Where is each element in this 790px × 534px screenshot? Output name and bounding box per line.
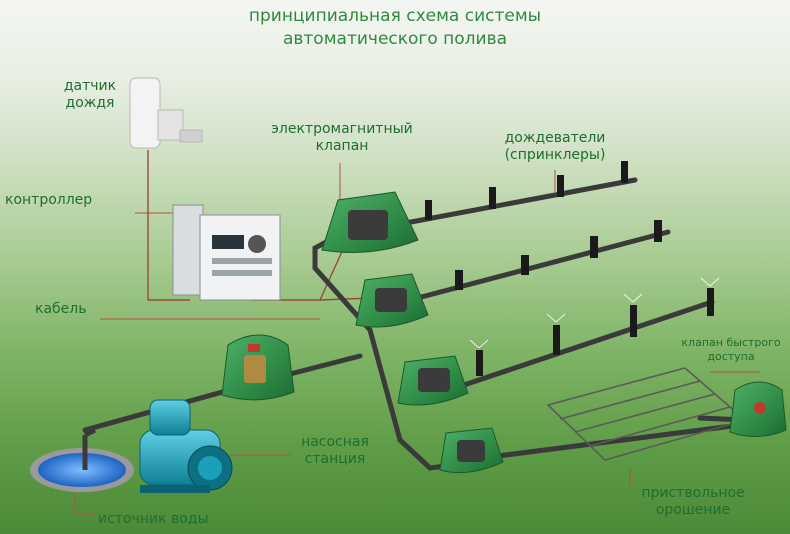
pump-station-label: насосная станция [301, 434, 369, 467]
sprinkler [455, 270, 463, 290]
water-source-label: источник воды [98, 511, 209, 527]
sprinkler [521, 255, 529, 275]
rain-sensor-label: датчик дождя [63, 78, 117, 111]
sprinklers [425, 161, 714, 376]
page-subtitle: автоматического полива [282, 29, 508, 49]
spray-marks [469, 277, 720, 349]
pipe-branch-1 [392, 177, 638, 228]
rain-sensor-device [129, 77, 203, 149]
quick-access-valve-label: клапан быстрого доступа [681, 336, 781, 363]
pipe-riser [312, 237, 448, 471]
sprinkler [630, 305, 637, 337]
water-well [30, 427, 134, 492]
sprinkler [590, 236, 598, 258]
pump-station-box [221, 334, 295, 401]
quick-access-valve-box [729, 381, 787, 437]
controller-label: контроллер [5, 192, 93, 208]
sprinkler [425, 200, 432, 220]
leader-lines [74, 102, 760, 516]
sprinkler [476, 350, 483, 376]
sprinkler [654, 220, 662, 242]
solenoid-valve-label: электромагнитный клапан [271, 121, 413, 154]
valve-box-3 [397, 355, 469, 406]
sprinkler [707, 288, 714, 316]
pipe-branch-3 [452, 299, 715, 391]
pump-device [139, 399, 233, 493]
valve-boxes [221, 191, 787, 474]
pipe-branch-2 [407, 229, 671, 303]
drip-irrigation-label: приствольное орошение [641, 485, 745, 518]
valve-box-4 [439, 427, 504, 474]
sprinkler [489, 187, 496, 209]
pipe-branch-4 [487, 422, 743, 460]
controller-unit [172, 204, 281, 301]
sprinklers-label: дождеватели (спринклеры) [504, 130, 606, 163]
sprinkler [557, 175, 564, 197]
valve-box-1 [321, 191, 419, 253]
sprinkler [553, 325, 560, 355]
page-title: принципиальная схема системы [248, 6, 542, 26]
valve-box-2 [355, 273, 429, 328]
sprinkler [621, 161, 628, 183]
cable-label: кабель [35, 301, 87, 317]
